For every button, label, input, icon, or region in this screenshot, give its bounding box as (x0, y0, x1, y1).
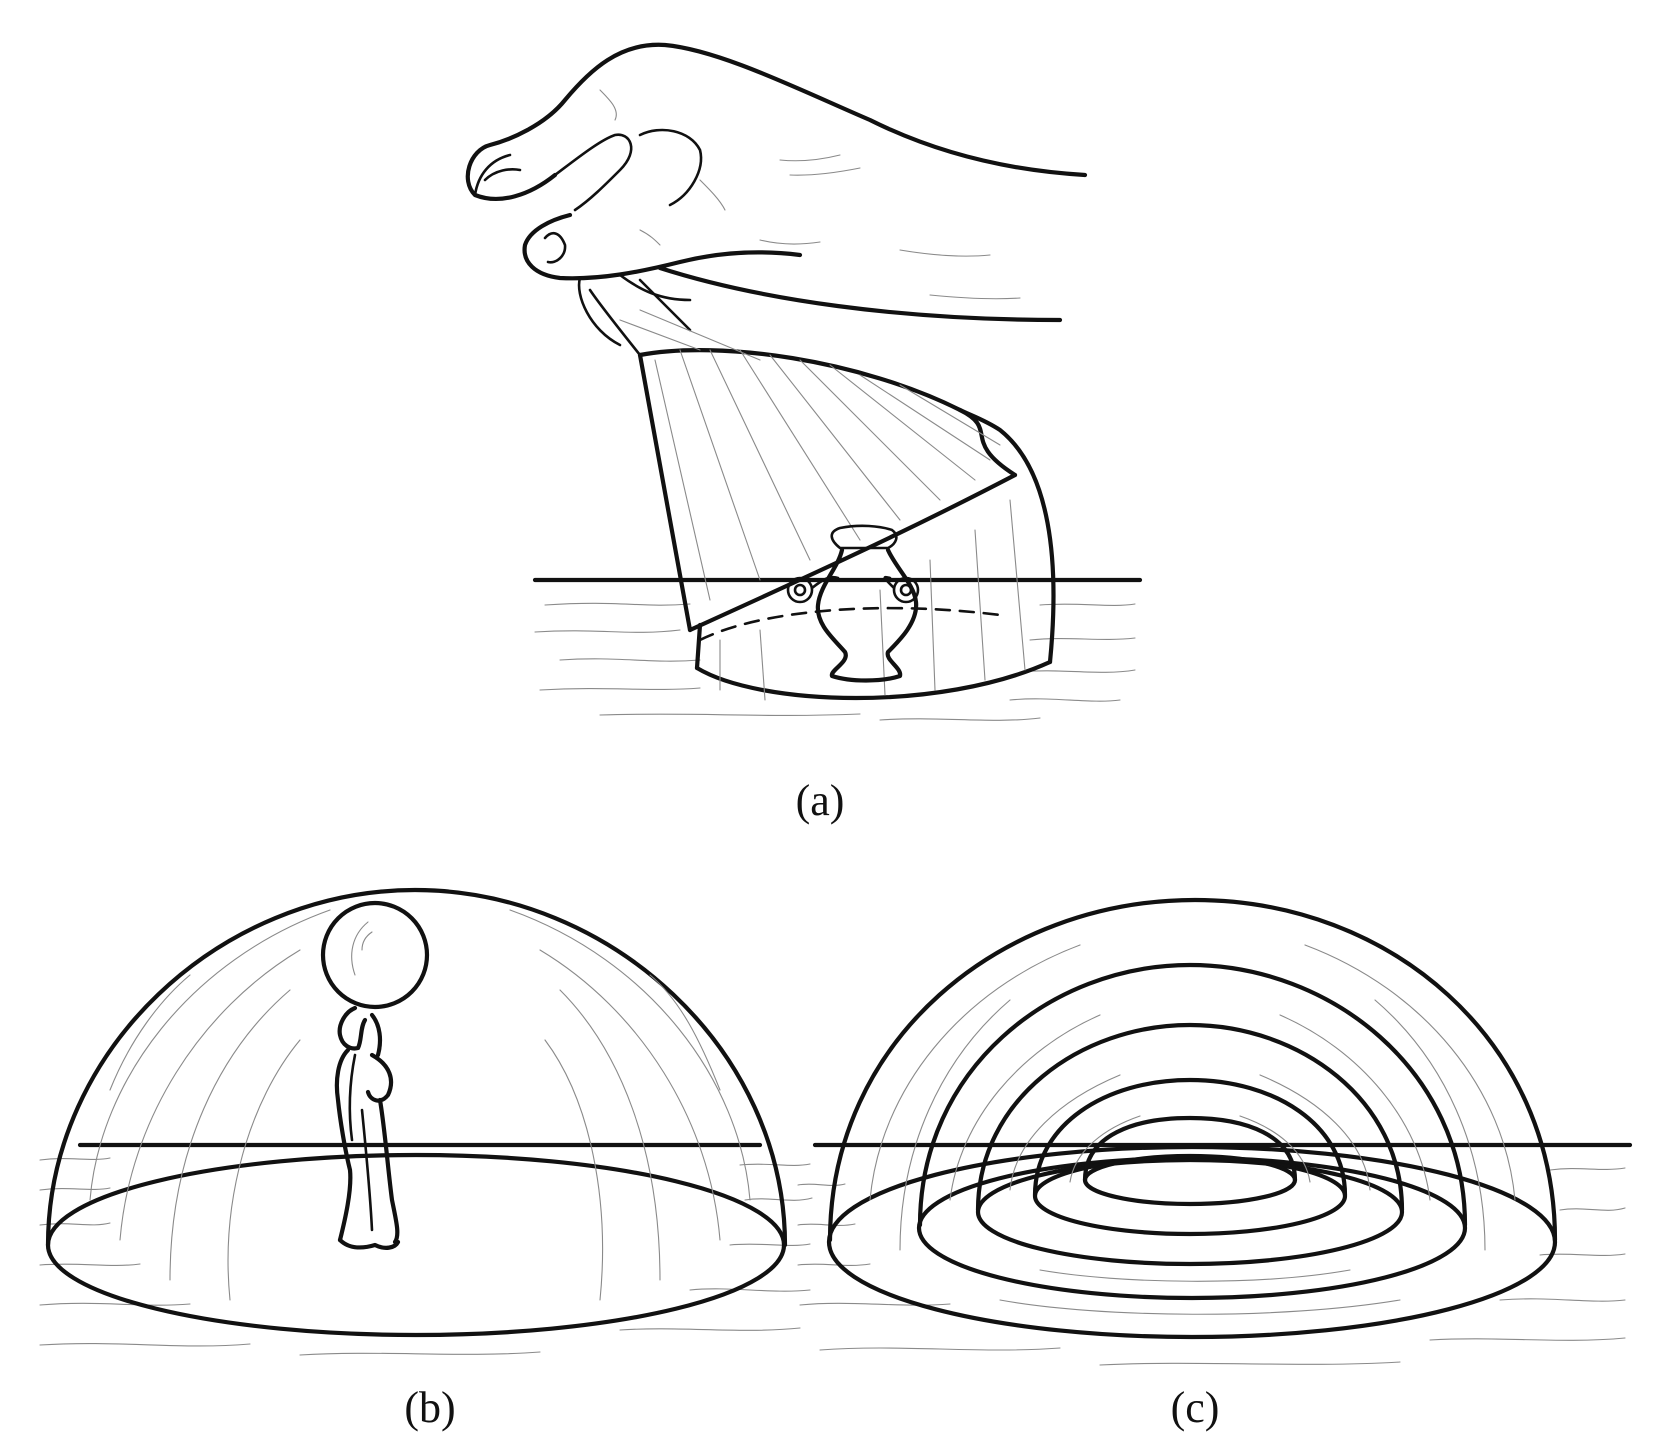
glass-dome-lifted-icon (588, 278, 1056, 701)
panel-c: (c) (797, 897, 1633, 1432)
table-surface-a (532, 577, 1143, 721)
woman-figure-icon (334, 1005, 401, 1250)
sphere-icon (320, 900, 430, 1010)
panel-b: (b) (39, 887, 813, 1432)
table-surface-c (797, 1142, 1633, 1366)
nested-domes-icon (826, 897, 1558, 1340)
panel-a: (a) (465, 42, 1143, 825)
caption-b: (b) (404, 1383, 455, 1432)
hand-icon (465, 42, 1088, 347)
table-surface-b (39, 1142, 813, 1356)
caption-c: (c) (1171, 1383, 1220, 1432)
caption-a: (a) (796, 776, 845, 825)
vase-icon (786, 524, 920, 683)
glass-dome-icon (45, 887, 788, 1338)
